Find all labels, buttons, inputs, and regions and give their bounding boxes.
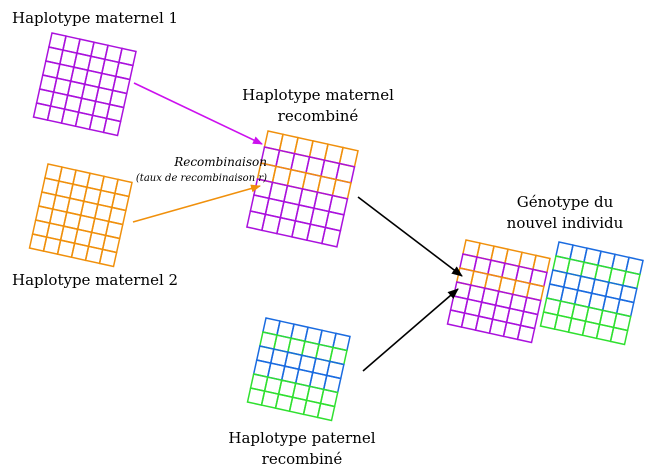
arrow-recombined-to-genotype — [357, 196, 463, 277]
grid-cell — [102, 117, 122, 137]
label-genotype-line2: nouvel individu — [507, 214, 624, 232]
grid-genotype-maternal — [446, 239, 551, 344]
label-paternal-recombined-line2: recombiné — [262, 450, 343, 468]
label-recombination-rate: (taux de recombinaison r) — [136, 173, 267, 184]
grid-maternal-haplotype-1 — [32, 32, 137, 137]
label-paternal-recombined-line1: Haplotype paternel — [228, 429, 375, 447]
grid-cell — [320, 226, 342, 248]
grid-cell — [316, 402, 336, 422]
arrow-maternal-1-to-recombined — [133, 82, 263, 145]
arrow-maternal-2-to-recombined — [132, 184, 261, 223]
grid-paternal-recombined — [246, 317, 351, 422]
label-maternal-haplotype-1: Haplotype maternel 1 — [12, 9, 178, 27]
arrow-paternal-to-genotype — [362, 288, 459, 372]
grid-cell — [609, 326, 629, 346]
grid-genotype-paternal — [539, 241, 644, 346]
label-genotype-line1: Génotype du — [517, 193, 614, 211]
grid-maternal-haplotype-2 — [28, 163, 133, 268]
grid-cell — [516, 324, 536, 344]
label-recombination: Recombinaison — [173, 155, 267, 169]
label-maternal-recombined-line2: recombiné — [278, 107, 359, 125]
label-maternal-haplotype-2: Haplotype maternel 2 — [12, 271, 178, 289]
label-maternal-recombined-line1: Haplotype maternel — [242, 86, 394, 104]
grid-maternal-recombined — [245, 130, 359, 248]
grid-cell — [98, 248, 118, 268]
